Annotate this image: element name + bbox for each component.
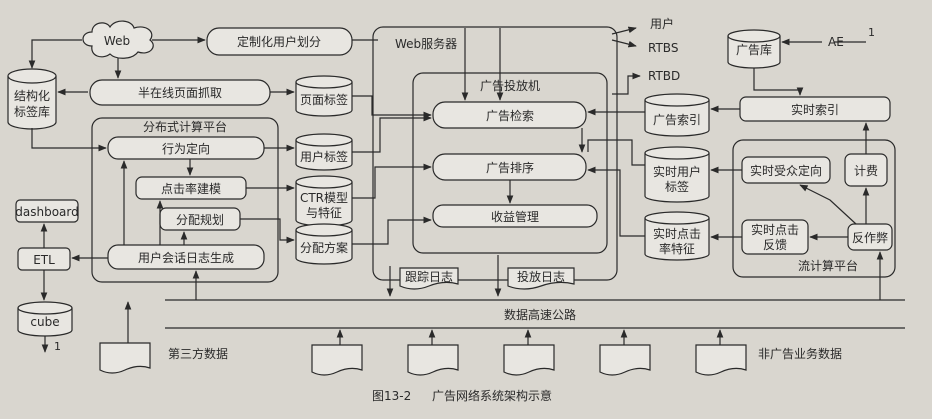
dashboard-label: dashboard — [15, 205, 78, 219]
data-highway-label: 数据高速公路 — [504, 307, 576, 322]
session-log-label: 用户会话日志生成 — [138, 250, 234, 265]
figure-caption-text: 广告网络系统架构示意 — [432, 388, 552, 403]
rtbs-label: RTBS — [648, 41, 678, 55]
cube-num-label: 1 — [54, 340, 61, 353]
allocation-plan-label: 分配方案 — [300, 240, 348, 255]
anti-fraud-label: 反作弊 — [852, 230, 888, 245]
structured-tag-db-label-1: 结构化 — [14, 88, 50, 103]
custom-user-partition-label: 定制化用户划分 — [237, 34, 321, 49]
page-tags-label: 页面标签 — [300, 92, 348, 107]
ctr-model-label-2: 与特征 — [306, 205, 342, 220]
realtime-index-label: 实时索引 — [791, 102, 839, 117]
allocation-plan-cylinder — [295, 223, 353, 265]
realtime-click-feature-label-2: 率特征 — [659, 241, 695, 256]
ctr-model-label-1: CTR模型 — [300, 191, 348, 205]
realtime-user-tags-label-1: 实时用户 — [653, 164, 701, 179]
distributed-platform-label: 分布式计算平台 — [143, 119, 227, 134]
web-label: Web — [104, 34, 130, 48]
ctr-model-cylinder — [295, 175, 353, 227]
rtbd-label: RTBD — [648, 69, 680, 83]
stream-platform-label: 流计算平台 — [798, 258, 858, 273]
revenue-management-box — [432, 204, 598, 228]
realtime-user-tags-cylinder — [644, 146, 710, 203]
behavior-targeting-label: 行为定向 — [162, 141, 210, 156]
ad-index-label: 广告索引 — [653, 113, 701, 127]
semi-online-crawl-label: 半在线页面抓取 — [138, 86, 222, 100]
web-server-label: Web服务器 — [395, 36, 457, 51]
ae-label: AE — [828, 35, 844, 49]
realtime-click-feature-cylinder — [644, 211, 710, 261]
diagram-labels: Web 定制化用户划分 Web服务器 用户 RTBS RTBD 广告库 AE 1… — [14, 16, 888, 403]
figure-caption-number: 图13-2 — [372, 389, 411, 403]
non-ad-data-document — [695, 344, 747, 376]
data-source-document-2 — [311, 344, 363, 376]
realtime-click-feedback-label-2: 反馈 — [763, 238, 787, 252]
ad-index-cylinder — [644, 93, 710, 137]
serving-log-document — [507, 267, 575, 290]
custom-user-partition-box — [206, 27, 353, 56]
dashboard-box — [15, 199, 79, 223]
realtime-click-feedback-label-1: 实时点击 — [751, 222, 799, 237]
ae-num-label: 1 — [868, 26, 875, 39]
tracking-log-label: 跟踪日志 — [405, 270, 453, 284]
etl-label: ETL — [33, 253, 55, 267]
non-ad-data-label: 非广告业务数据 — [758, 346, 842, 361]
structured-tag-db-label-2: 标签库 — [14, 104, 50, 119]
connector-lines — [28, 26, 884, 353]
third-party-data-label: 第三方数据 — [168, 346, 228, 361]
distributed-platform-container — [91, 117, 279, 283]
cube-label: cube — [30, 315, 59, 329]
ad-library-cylinder — [727, 29, 781, 69]
data-source-document-3 — [407, 344, 459, 376]
ad-serving-machine-container — [412, 72, 608, 254]
data-source-document-4 — [503, 344, 555, 376]
serving-log-label: 投放日志 — [517, 269, 565, 284]
web-server-container — [372, 26, 618, 281]
ad-library-label: 广告库 — [736, 42, 772, 57]
data-source-document-5 — [599, 344, 651, 376]
realtime-audience-label: 实时受众定向 — [750, 163, 822, 178]
tracking-log-document — [399, 267, 459, 290]
user-tags-cylinder — [295, 133, 353, 171]
ad-ranking-label: 广告排序 — [486, 160, 534, 175]
session-log-box — [107, 244, 265, 270]
structured-tag-db-cylinder — [7, 68, 57, 130]
realtime-user-tags-label-2: 标签 — [665, 179, 689, 194]
third-party-data-document — [99, 342, 151, 374]
user-tags-label: 用户标签 — [300, 149, 348, 164]
realtime-click-feature-label-1: 实时点击 — [653, 226, 701, 241]
page-tags-cylinder — [295, 75, 353, 117]
allocation-planning-label: 分配规划 — [176, 212, 224, 227]
web-cloud-shape — [82, 20, 154, 59]
stream-platform-container — [732, 139, 896, 278]
ad-retrieval-label: 广告检索 — [486, 108, 534, 123]
ad-retrieval-box — [432, 101, 587, 129]
billing-label: 计费 — [854, 164, 878, 178]
ctr-modeling-label: 点击率建模 — [161, 181, 221, 196]
ad-serving-machine-label: 广告投放机 — [480, 78, 540, 93]
user-label: 用户 — [650, 16, 674, 31]
cube-cylinder — [17, 301, 73, 337]
revenue-management-label: 收益管理 — [491, 209, 539, 224]
